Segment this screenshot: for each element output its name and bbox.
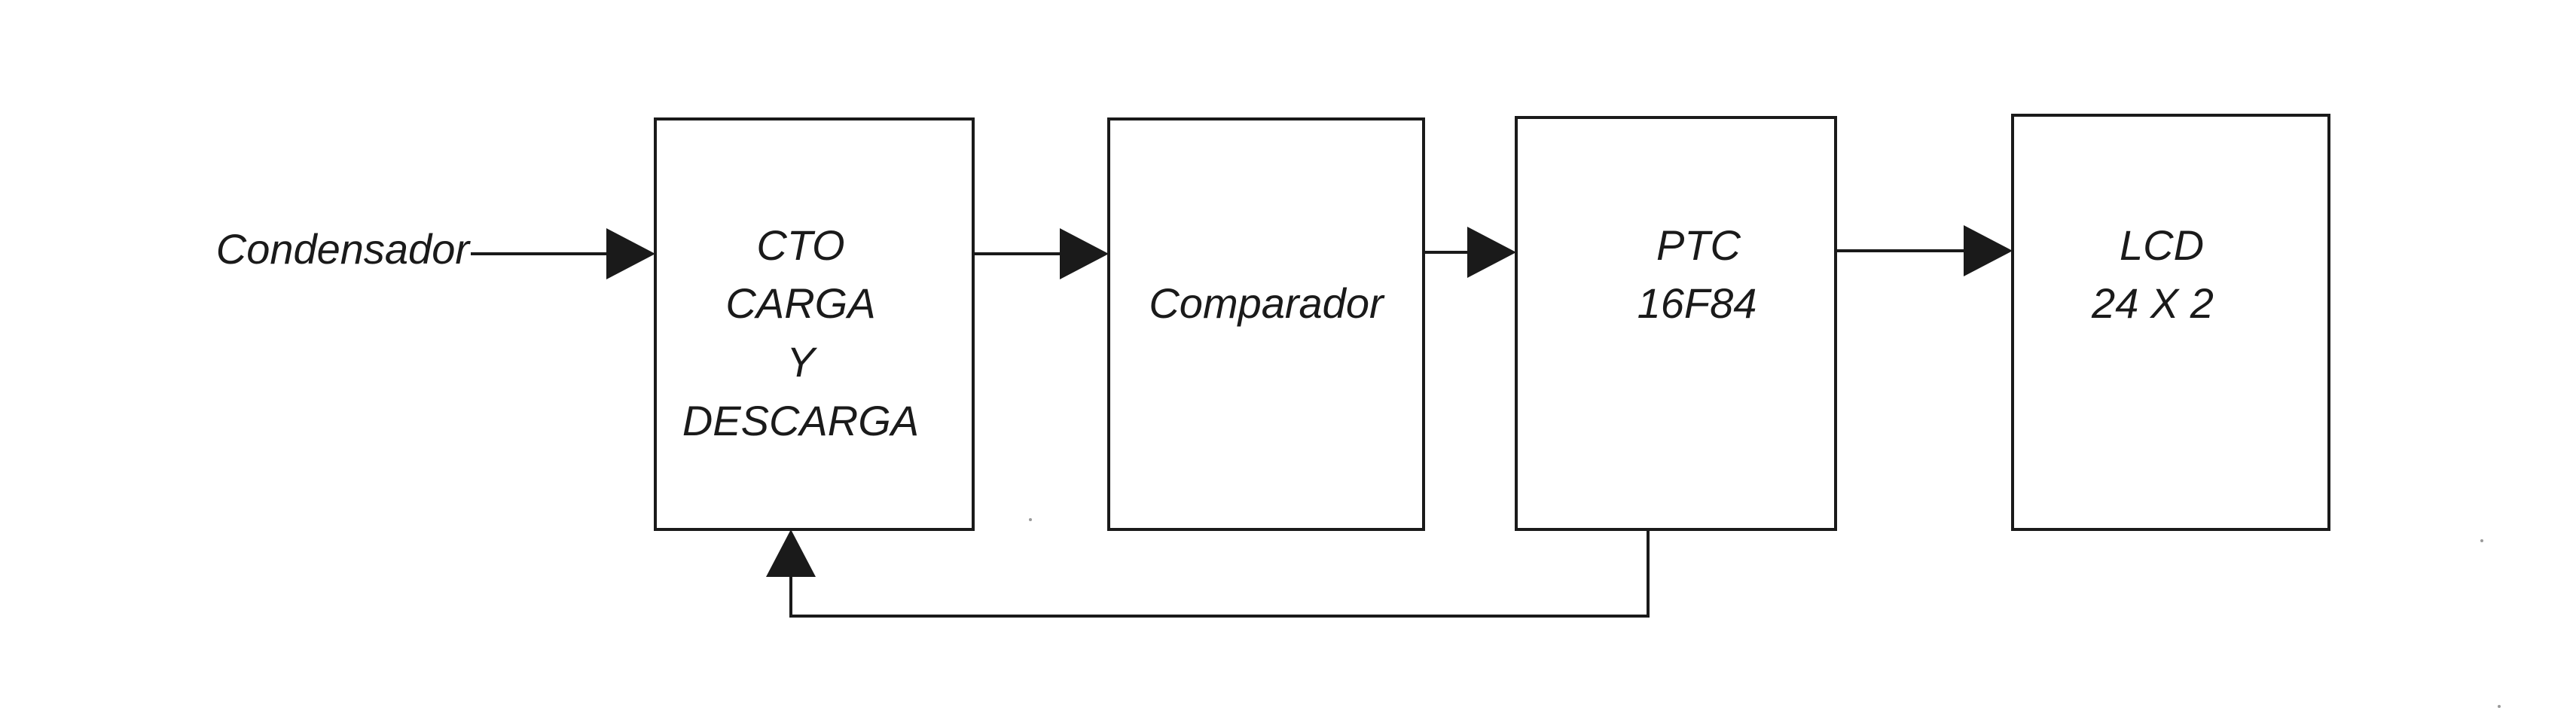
lcd-arrowhead [1964, 225, 2013, 276]
comparator-block [1107, 117, 1425, 531]
comparator-arrowhead [1060, 228, 1109, 279]
scan-speck [1029, 518, 1032, 521]
lcd-block-label-line-1: LCD [2120, 221, 2204, 269]
input-arrowhead [606, 228, 655, 279]
scan-speck [2480, 539, 2483, 542]
feedback-arrowhead [766, 529, 816, 577]
ptc-arrowhead [1467, 227, 1516, 278]
ptc-block-label-line-1: PTC [1656, 221, 1741, 269]
ptc-block-label-line-2: 16F84 [1637, 279, 1757, 327]
charge-discharge-block [654, 117, 975, 531]
input-label: Condensador [216, 225, 472, 273]
charge-block-label-line-1: CTO [756, 221, 844, 269]
ptc-block [1515, 116, 1837, 531]
scan-speck [2498, 705, 2501, 708]
feedback-wire [789, 529, 1650, 618]
charge-block-label-line-2: CARGA [725, 279, 875, 327]
lcd-block-label-line-2: 24 X 2 [2091, 279, 2214, 327]
charge-block-label-line-4: DESCARGA [682, 397, 919, 444]
charge-block-label-line-3: Y [786, 338, 817, 386]
comparator-block-label: Comparador [1149, 279, 1385, 327]
lcd-block [2011, 114, 2330, 531]
